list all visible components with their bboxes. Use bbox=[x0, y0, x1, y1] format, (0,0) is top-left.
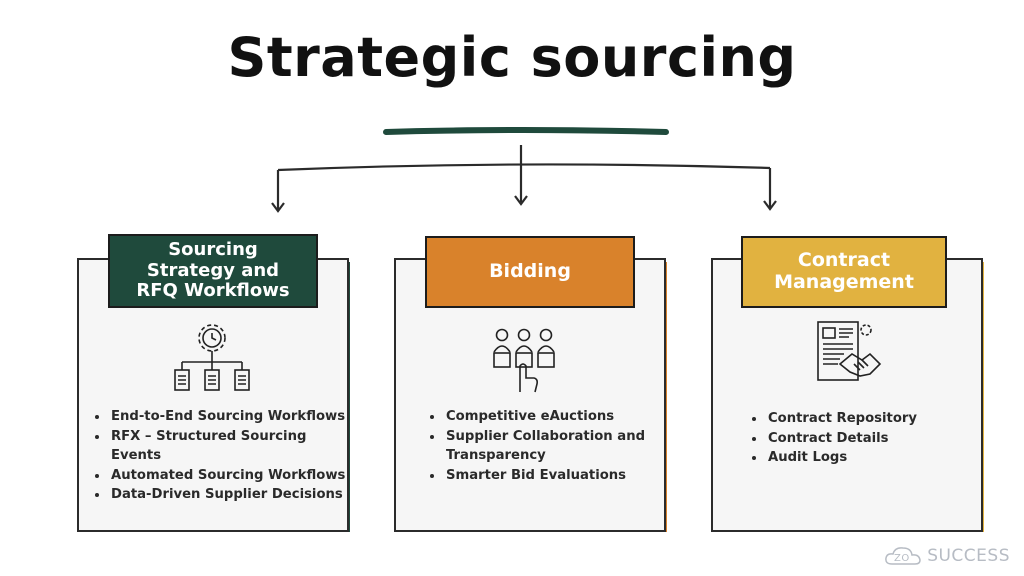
title-underline bbox=[383, 127, 669, 135]
heading-contract-line-1: Contract bbox=[797, 249, 891, 272]
left-arrow-head bbox=[271, 202, 285, 213]
bullet-list-bidding: Competitive eAuctions Supplier Collabora… bbox=[428, 407, 669, 485]
heading-sourcing-line-2: Strategy and bbox=[146, 259, 280, 281]
bidders-hand-icon bbox=[493, 328, 555, 393]
heading-bidding-line-1: Bidding bbox=[489, 260, 571, 283]
list-item: Competitive eAuctions bbox=[444, 407, 669, 427]
cloud-logo-icon: ZO bbox=[885, 547, 921, 565]
gear-org-chart-icon bbox=[174, 324, 250, 391]
bullet-list-sourcing: End-to-End Sourcing Workflows RFX – Stru… bbox=[93, 407, 355, 505]
list-item: Data-Driven Supplier Decisions bbox=[109, 485, 355, 505]
bullet-list-contract: Contract Repository Contract Details Aud… bbox=[750, 409, 986, 468]
brand-logo-letters: ZO bbox=[894, 553, 910, 564]
list-item: Supplier Collaboration and Transparency bbox=[444, 427, 669, 466]
page-title: Strategic sourcing bbox=[227, 26, 797, 89]
heading-sourcing-line-3: RFQ Workflows bbox=[136, 280, 290, 302]
list-item: Smarter Bid Evaluations bbox=[444, 466, 669, 486]
heading-contract-line-2: Management bbox=[774, 271, 914, 293]
brand-name: SUCCESS bbox=[927, 546, 1010, 566]
contract-handshake-icon bbox=[817, 321, 882, 381]
branch-line bbox=[277, 163, 771, 172]
list-item: Audit Logs bbox=[766, 448, 986, 468]
right-arrow-head bbox=[763, 200, 777, 211]
list-item: Contract Repository bbox=[766, 409, 986, 429]
list-item: End-to-End Sourcing Workflows bbox=[109, 407, 355, 427]
heading-sourcing: Sourcing Strategy and RFQ Workflows bbox=[108, 234, 318, 308]
list-item: Automated Sourcing Workflows bbox=[109, 466, 355, 486]
list-item: Contract Details bbox=[766, 429, 986, 449]
list-item: RFX – Structured Sourcing Events bbox=[109, 427, 355, 466]
brand-logo: ZO SUCCESS bbox=[884, 544, 1010, 568]
heading-bidding: Bidding bbox=[425, 236, 635, 308]
heading-contract: Contract Management bbox=[741, 236, 947, 308]
center-arrow-head bbox=[514, 195, 528, 206]
heading-sourcing-line-1: Sourcing bbox=[168, 238, 258, 260]
